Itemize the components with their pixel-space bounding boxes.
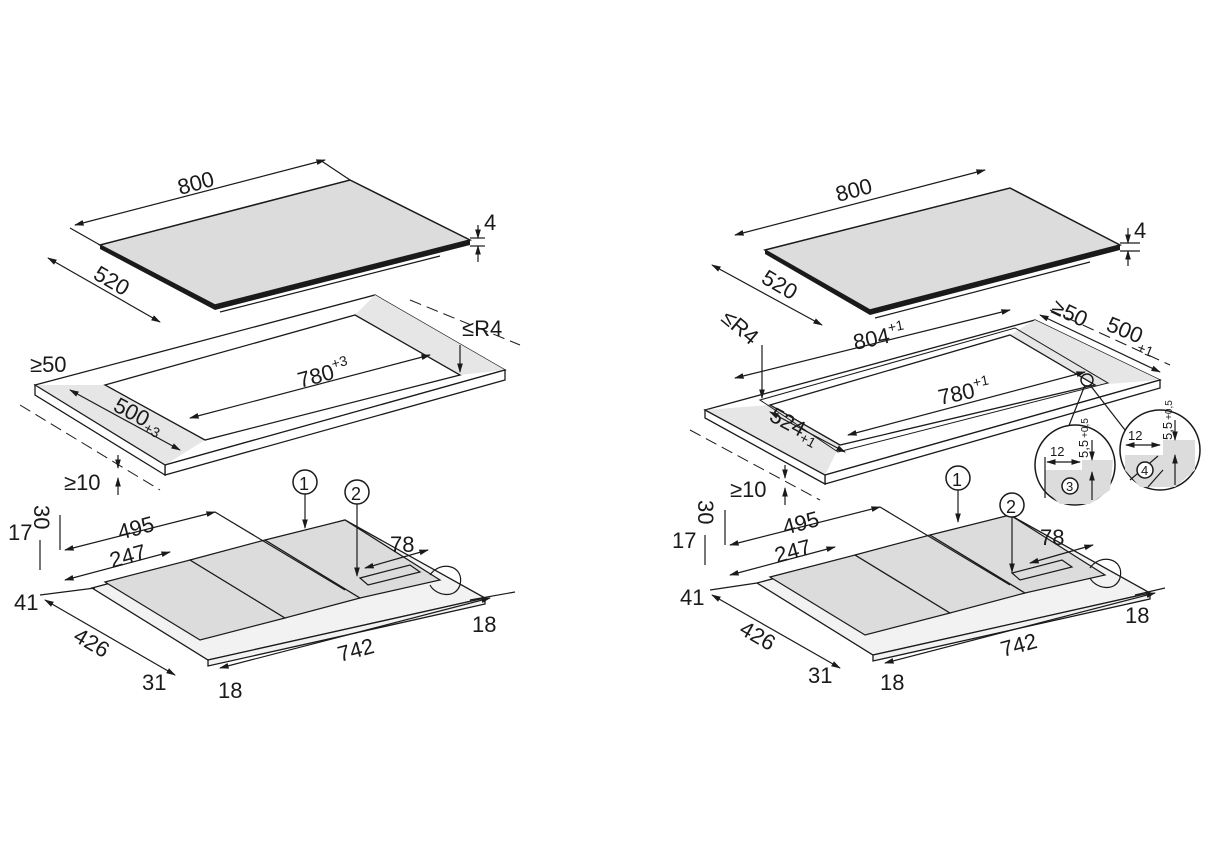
- offset-18-label: 18: [218, 678, 242, 703]
- offset-18-right-label: 18: [1125, 603, 1149, 628]
- height-17-label: 17: [8, 520, 32, 545]
- min-front-label: ≥10: [730, 477, 767, 502]
- depth-426-label: 426: [70, 623, 114, 663]
- width-742-label: 742: [335, 633, 377, 667]
- detail-3-depth: 5,5+0,5: [1076, 418, 1091, 458]
- detail-4-width: 12: [1128, 428, 1142, 443]
- detail-4: 12 5,5+0,5 4: [1119, 400, 1201, 491]
- offset-18-label: 18: [880, 670, 904, 695]
- height-30-label: 30: [29, 505, 54, 529]
- detail-3-number: 3: [1066, 479, 1073, 494]
- svg-text:1: 1: [299, 474, 309, 494]
- left-diagram: 800 520 4 ≥50 780+3 500+3 ≤R4 ≥10: [8, 159, 521, 703]
- glass-depth-label: 520: [90, 261, 134, 301]
- corner-radius-label: ≤R4: [717, 305, 764, 350]
- offset-31-label: 31: [808, 663, 832, 688]
- glass-thickness-label: 4: [1134, 218, 1146, 243]
- width-247-label: 247: [772, 534, 814, 568]
- height-17-label: 17: [672, 528, 696, 553]
- depth-78-label: 78: [390, 532, 414, 557]
- min-edge-label: ≥50: [30, 352, 67, 377]
- right-diagram: 800 520 4 804+1 ≥50 500+1 ≤R4: [672, 169, 1201, 695]
- left-hob-unit: 495 247 78 30 17 41 426 31 18 742 18 1 2: [8, 469, 516, 703]
- right-cutout-frame: 804+1 ≥50 500+1 ≤R4 780+1 524+1 ≥10: [689, 294, 1171, 505]
- callout-1: [945, 465, 971, 491]
- width-742-label: 742: [998, 628, 1040, 662]
- right-glass-top: 800 520 4: [711, 169, 1146, 326]
- callout-1: [292, 469, 318, 495]
- detail-3-width: 12: [1050, 444, 1064, 459]
- callout-2: [344, 479, 370, 505]
- offset-18-right-label: 18: [472, 612, 496, 637]
- glass-thickness-label: 4: [484, 210, 496, 235]
- offset-31-label: 31: [142, 670, 166, 695]
- detail-4-number: 4: [1141, 463, 1148, 478]
- outer-depth-label: 500+1: [1101, 311, 1162, 360]
- detail-4-depth: 5,5+0,5: [1160, 400, 1175, 440]
- depth-426-label: 426: [736, 616, 780, 656]
- offset-41-label: 41: [680, 585, 704, 610]
- height-30-label: 30: [693, 500, 718, 524]
- width-495-label: 495: [115, 511, 157, 545]
- glass-width-label: 800: [833, 173, 875, 207]
- svg-text:2: 2: [1006, 497, 1016, 517]
- outer-width-label: 804+1: [850, 317, 908, 355]
- left-glass-top: 800 520 4: [47, 159, 496, 323]
- left-cutout-frame: ≥50 780+3 500+3 ≤R4 ≥10: [19, 294, 521, 495]
- offset-41-label: 41: [14, 590, 38, 615]
- width-495-label: 495: [780, 506, 822, 540]
- corner-radius-label: ≤R4: [462, 316, 502, 341]
- width-247-label: 247: [107, 539, 149, 573]
- min-front-label: ≥10: [64, 470, 101, 495]
- svg-text:1: 1: [952, 470, 962, 490]
- depth-78-label: 78: [1040, 525, 1064, 550]
- svg-text:2: 2: [351, 484, 361, 504]
- callout-2: [999, 492, 1025, 518]
- detail-3: 12 5,5+0,5 3: [1034, 418, 1116, 506]
- glass-width-label: 800: [175, 166, 217, 200]
